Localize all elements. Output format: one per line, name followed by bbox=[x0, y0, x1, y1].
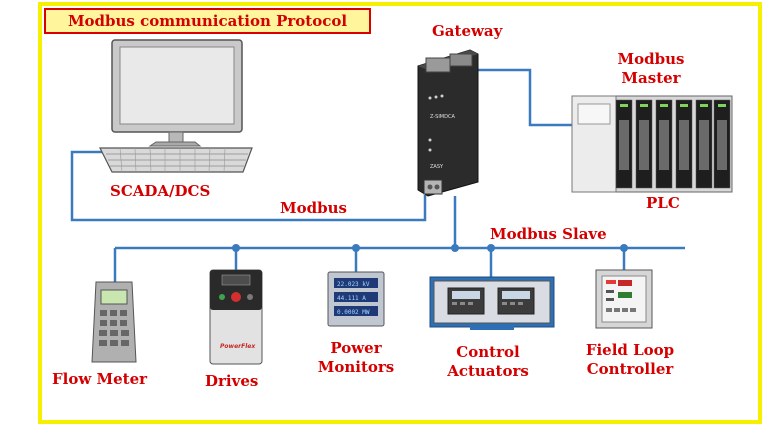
modbus-link-wire bbox=[70, 150, 427, 222]
flow-meter-label: Flow Meter bbox=[52, 370, 148, 388]
control-actuator-icon bbox=[429, 276, 555, 330]
power-reading-1: 22.023 kV bbox=[337, 281, 370, 288]
master-link-wire bbox=[478, 68, 572, 127]
field-loop-controller-label: Field Loop Controller bbox=[585, 341, 675, 378]
diagram-title: Modbus communication Protocol bbox=[67, 12, 348, 30]
junction-dot bbox=[232, 244, 240, 252]
junction-dot bbox=[620, 244, 628, 252]
junction-dot bbox=[487, 244, 495, 252]
scada-computer-icon bbox=[99, 39, 253, 173]
modbus-link-label: Modbus bbox=[280, 199, 347, 217]
power-monitor-icon: 22.023 kV 44.111 A 0.0002 MW bbox=[327, 271, 385, 327]
gateway-brand-mark: ZASY bbox=[430, 164, 444, 170]
gateway-model-mark: Z-SIMDCA bbox=[430, 114, 455, 120]
modbus-slave-label: Modbus Slave bbox=[490, 225, 607, 243]
control-actuators-label: Control Actuators bbox=[447, 343, 529, 380]
scada-label: SCADA/DCS bbox=[110, 182, 211, 200]
flow-meter-icon bbox=[91, 281, 137, 363]
drives-label: Drives bbox=[205, 372, 259, 390]
junction-dot bbox=[451, 244, 459, 252]
network-wires bbox=[70, 68, 685, 282]
modbus-master-label: Modbus Master bbox=[617, 50, 685, 87]
junction-dot bbox=[352, 244, 360, 252]
bus-junctions bbox=[232, 244, 628, 252]
power-reading-2: 44.111 A bbox=[337, 295, 366, 302]
gateway-label: Gateway bbox=[432, 22, 503, 40]
gateway-module-icon: Z-SIMDCA ZASY bbox=[417, 49, 479, 197]
plc-rack-icon bbox=[571, 95, 733, 193]
power-reading-3: 0.0002 MW bbox=[337, 309, 370, 316]
title-box: Modbus communication Protocol bbox=[44, 8, 371, 34]
drive-icon: PowerFlex bbox=[209, 269, 263, 365]
power-monitors-label: Power Monitors bbox=[317, 339, 395, 376]
plc-label: PLC bbox=[646, 194, 680, 212]
field-loop-controller-icon bbox=[595, 269, 653, 329]
drive-brand-mark: PowerFlex bbox=[220, 343, 256, 350]
